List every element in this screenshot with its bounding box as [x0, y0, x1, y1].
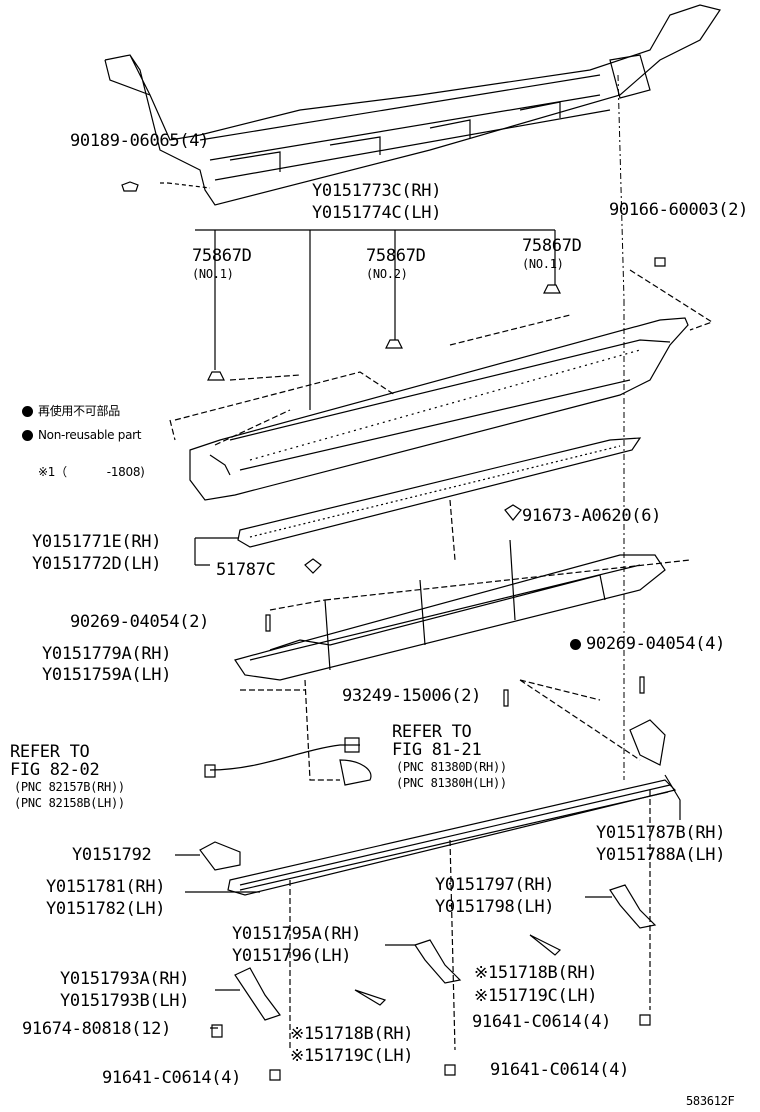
step-pad-drawing — [237, 437, 642, 548]
part-label-90189: 90189-06065(4) — [70, 131, 210, 151]
part-label-y0151779a: Y0151779A(RH) — [42, 644, 172, 664]
part-label-91641-a: 91641-C0614(4) — [102, 1068, 242, 1088]
part-label-51719c-b: ※151719C(LH) — [290, 1046, 414, 1066]
part-label-y0151759a: Y0151759A(LH) — [42, 665, 172, 685]
non-reusable-dot-icon — [22, 406, 33, 417]
refer-fig-82-02-line1: REFER TO — [10, 742, 90, 762]
refer-pnc-81380d: (PNC 81380D(RH)) — [396, 760, 507, 774]
part-label-y0151772d: Y0151772D(LH) — [32, 554, 162, 574]
part-label-y0151771e: Y0151771E(RH) — [32, 532, 162, 552]
figure-code: 583612F — [686, 1094, 735, 1108]
legend-en: Non-reusable part — [22, 428, 141, 442]
refer-pnc-81380h: (PNC 81380H(LH)) — [396, 776, 507, 790]
part-label-y0151798: Y0151798(LH) — [435, 897, 555, 917]
part-label-y0151795a: Y0151795A(RH) — [232, 924, 362, 944]
part-label-75867d-c: 75867D — [522, 236, 582, 256]
part-sub-no2: (NO.2) — [366, 267, 408, 281]
part-label-51787c: 51787C — [216, 560, 276, 580]
part-label-51718b-b: ※151718B(RH) — [290, 1024, 414, 1044]
part-label-75867d-a: 75867D — [192, 246, 252, 266]
part-label-y0151774c: Y0151774C(LH) — [312, 203, 442, 223]
harness-drawing — [209, 744, 360, 771]
part-sub-no1-c: (NO.1) — [522, 257, 564, 271]
refer-fig-81-21-line2: FIG 81-21 — [392, 740, 482, 760]
part-label-75867d-b: 75867D — [366, 246, 426, 266]
refer-fig-81-21-line1: REFER TO — [392, 722, 472, 742]
part-label-90166: 90166-60003(2) — [609, 200, 749, 220]
part-label-90269-2: 90269-04054(2) — [70, 612, 210, 632]
part-label-91674: 91674-80818(12) — [22, 1019, 172, 1039]
part-label-y0151788a: Y0151788A(LH) — [596, 845, 726, 865]
bracket-drawing — [629, 719, 681, 820]
part-label-y0151793a: Y0151793A(RH) — [60, 969, 190, 989]
refer-pnc-82157b: (PNC 82157B(RH)) — [14, 780, 125, 794]
part-label-y0151796: Y0151796(LH) — [232, 946, 352, 966]
part-label-y0151797: Y0151797(RH) — [435, 875, 555, 895]
part-label-51718b-a: ※151718B(RH) — [474, 963, 598, 983]
part-label-y0151773c: Y0151773C(RH) — [312, 181, 442, 201]
part-label-91641-b: 91641-C0614(4) — [490, 1060, 630, 1080]
refer-fig-82-02-line2: FIG 82-02 — [10, 760, 100, 780]
refer-pnc-82158b: (PNC 82158B(LH)) — [14, 796, 125, 810]
part-label-90269-4: 90269-04054(4) — [570, 634, 725, 654]
part-sub-no1-a: (NO.1) — [192, 267, 234, 281]
part-label-y0151781: Y0151781(RH) — [46, 877, 166, 897]
non-reusable-dot-icon — [570, 638, 581, 650]
bolt-icon — [121, 181, 139, 192]
part-label-y0151792: Y0151792 — [72, 845, 152, 865]
non-reusable-dot-icon — [22, 430, 33, 441]
legend-jp: 再使用不可部品 — [22, 404, 120, 418]
step-cover-drawing — [189, 317, 689, 501]
part-label-91673: 91673-A0620(6) — [522, 506, 662, 526]
body-frame-drawing — [104, 4, 721, 206]
part-label-y0151793b: Y0151793B(LH) — [60, 991, 190, 1011]
legend-note: ※1（-1808) — [38, 465, 145, 479]
part-label-91641-c: 91641-C0614(4) — [472, 1012, 612, 1032]
rocker-rail-drawing — [227, 779, 677, 1051]
part-label-51719c-a: ※151719C(LH) — [474, 986, 598, 1006]
part-label-y0151787b: Y0151787B(RH) — [596, 823, 726, 843]
part-label-93249: 93249-15006(2) — [342, 686, 482, 706]
part-label-y0151782: Y0151782(LH) — [46, 899, 166, 919]
step-base-drawing — [234, 539, 691, 681]
